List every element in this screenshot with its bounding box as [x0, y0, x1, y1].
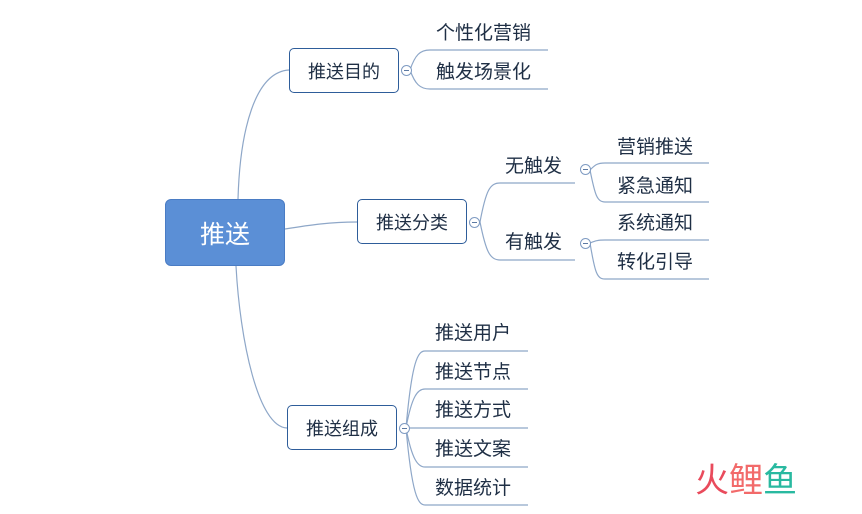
- composition-item-1[interactable]: 推送用户: [435, 322, 512, 344]
- connector-composition-item-1: [405, 350, 528, 429]
- connector-group1-item-1: [589, 162, 709, 171]
- branch-node-composition-label: 推送组成: [306, 418, 378, 440]
- connector-composition-item-2: [405, 388, 528, 429]
- composition-item-2[interactable]: 推送节点: [435, 361, 512, 383]
- category-group-1-label[interactable]: 无触发: [505, 155, 563, 177]
- connector-group1-item-2: [589, 169, 709, 203]
- collapse-purpose-icon[interactable]: [401, 65, 412, 76]
- collapse-category-icon[interactable]: [469, 217, 480, 228]
- connector-category-group-2: [479, 221, 575, 261]
- connector-purpose-item-1: [409, 49, 548, 71]
- connector-group2-item-1: [589, 239, 709, 244]
- connector-category-group-1: [479, 182, 575, 223]
- watermark-char-1: 火: [695, 461, 729, 501]
- purpose-item-1[interactable]: 个性化营销: [436, 22, 532, 44]
- watermark-char-2: 鲤: [729, 461, 763, 501]
- connector-group2-item-2: [589, 242, 709, 280]
- root-node[interactable]: 推送: [165, 199, 285, 266]
- watermark-char-3: 鱼: [763, 461, 797, 501]
- category-group-1-item-1[interactable]: 营销推送: [617, 136, 694, 158]
- category-group-2-item-1[interactable]: 系统通知: [617, 212, 694, 234]
- collapse-group-1-icon[interactable]: [580, 164, 591, 175]
- connector-purpose-item-2: [409, 69, 548, 90]
- connector-root-purpose: [237, 69, 290, 200]
- connector-root-category: [284, 221, 358, 230]
- collapse-composition-icon[interactable]: [399, 423, 410, 434]
- category-group-1-item-2[interactable]: 紧急通知: [617, 175, 694, 197]
- purpose-item-2[interactable]: 触发场景化: [436, 61, 532, 83]
- branch-node-purpose-label: 推送目的: [308, 61, 380, 83]
- collapse-group-2-icon[interactable]: [580, 238, 591, 249]
- connector-composition-item-5: [405, 427, 528, 506]
- composition-item-3[interactable]: 推送方式: [435, 399, 512, 421]
- composition-item-5[interactable]: 数据统计: [435, 477, 512, 499]
- composition-item-4[interactable]: 推送文案: [435, 438, 512, 460]
- connector-composition-item-4: [405, 427, 528, 468]
- brand-watermark: 火 鲤 鱼: [695, 464, 797, 498]
- category-group-2-label[interactable]: 有触发: [505, 231, 563, 253]
- branch-node-category-label: 推送分类: [376, 212, 448, 234]
- connector-root-composition: [235, 265, 288, 429]
- root-node-label: 推送: [199, 219, 250, 249]
- branch-node-purpose[interactable]: 推送目的: [289, 48, 399, 93]
- branch-node-composition[interactable]: 推送组成: [287, 405, 397, 450]
- category-group-2-item-2[interactable]: 转化引导: [617, 251, 694, 273]
- branch-node-category[interactable]: 推送分类: [357, 199, 467, 244]
